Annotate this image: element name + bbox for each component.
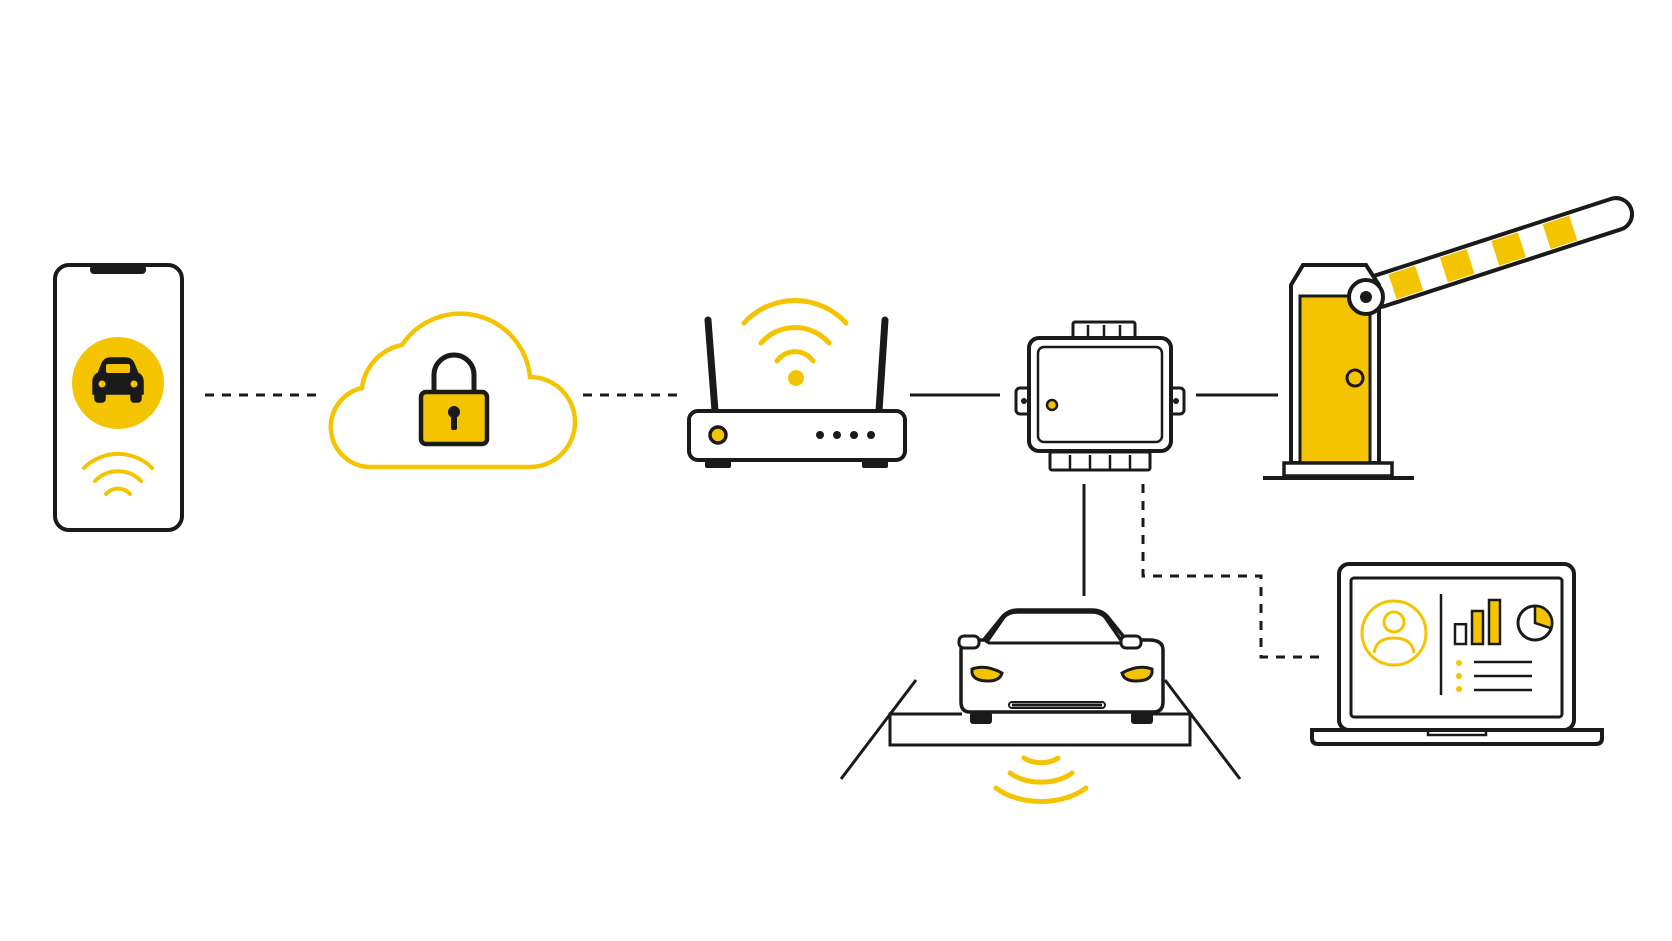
dashboard-bar-1 bbox=[1453, 622, 1468, 646]
barrier-gate-icon bbox=[1263, 196, 1635, 480]
vehicle-detection-icon bbox=[839, 608, 1242, 805]
wifi-router-icon bbox=[687, 298, 907, 468]
boom-arm bbox=[1361, 196, 1635, 310]
car-front-icon bbox=[957, 608, 1165, 724]
pie-chart-icon bbox=[1516, 604, 1554, 642]
user-avatar-icon bbox=[1360, 599, 1428, 667]
laptop-dashboard-icon bbox=[1310, 562, 1604, 746]
controller-box-icon bbox=[1014, 320, 1186, 472]
bar-chart-icon bbox=[1453, 598, 1502, 646]
list-lines bbox=[1456, 660, 1532, 692]
smartphone-icon bbox=[53, 263, 184, 532]
padlock-icon bbox=[418, 352, 490, 447]
link-controller-laptop bbox=[1141, 484, 1326, 659]
dashboard-bar-3 bbox=[1487, 598, 1502, 646]
ground-sensor-signal-icon bbox=[993, 755, 1089, 805]
connectors bbox=[205, 393, 1326, 659]
dashboard-bar-2 bbox=[1470, 609, 1485, 646]
wifi-signal-icon bbox=[741, 298, 849, 364]
cloud-icon bbox=[328, 311, 578, 470]
wireless-signal-icon bbox=[82, 451, 154, 496]
pie-slice bbox=[1533, 604, 1554, 630]
